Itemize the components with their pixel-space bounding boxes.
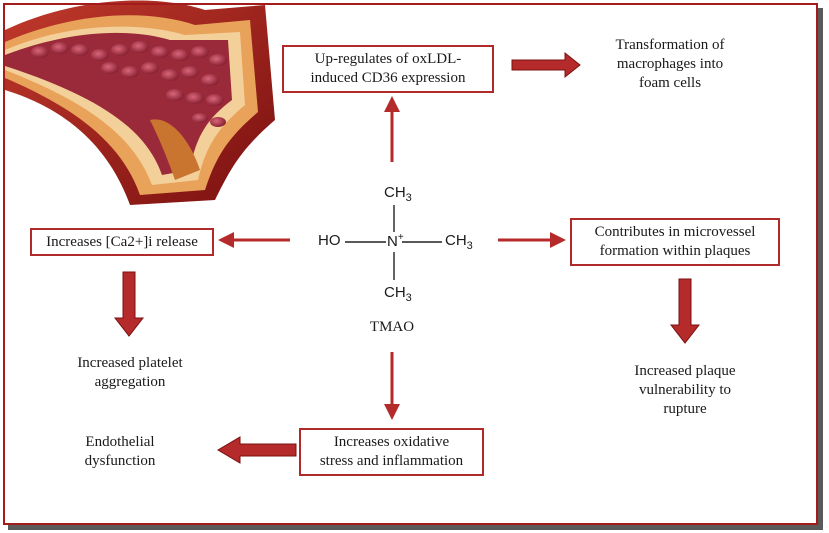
- arrow-to-endothelial: [217, 436, 297, 464]
- artery-illustration: [5, 0, 275, 205]
- methyl-bottom: CH3: [384, 284, 412, 304]
- calcium-label: Increases [Ca2+]i release: [46, 233, 198, 250]
- blood-cells: [31, 41, 227, 127]
- endothelial-text: Endothelial dysfunction: [84, 434, 156, 469]
- methyl-right: CH3: [445, 232, 473, 252]
- diagram-frame: [3, 3, 818, 525]
- molecule-name: TMAO: [369, 319, 415, 335]
- platelet-text: Increased platelet aggregation: [77, 355, 183, 390]
- microvessel-label: Contributes in microvessel formation wit…: [594, 224, 756, 259]
- oxidative-label: Increases oxidative stress and inflammat…: [319, 434, 464, 469]
- arrow-to-platelet: [113, 271, 145, 337]
- thin-arrows: [218, 96, 566, 420]
- block-arrows: [113, 51, 701, 464]
- nitrogen-atom: N+: [387, 232, 404, 250]
- methyl-top: CH3: [384, 184, 412, 204]
- calcium-box: Increases [Ca2+]i release: [30, 228, 214, 256]
- oxidative-box: Increases oxidative stress and inflammat…: [299, 428, 484, 476]
- molecule-bonds: [345, 205, 442, 280]
- foam-cells-text: Transformation of macrophages into foam …: [615, 37, 725, 91]
- cd36-box: Up-regulates of oxLDL- induced CD36 expr…: [282, 45, 494, 93]
- microvessel-box: Contributes in microvessel formation wit…: [570, 218, 780, 266]
- arrow-to-foam-cells: [511, 51, 581, 79]
- positive-charge: +: [397, 232, 404, 243]
- arrow-to-plaque: [669, 278, 701, 344]
- plaque-text: Increased plaque vulnerability to ruptur…: [634, 363, 736, 417]
- hydroxyl-group: HO: [318, 232, 341, 249]
- cd36-label: Up-regulates of oxLDL- induced CD36 expr…: [310, 51, 466, 86]
